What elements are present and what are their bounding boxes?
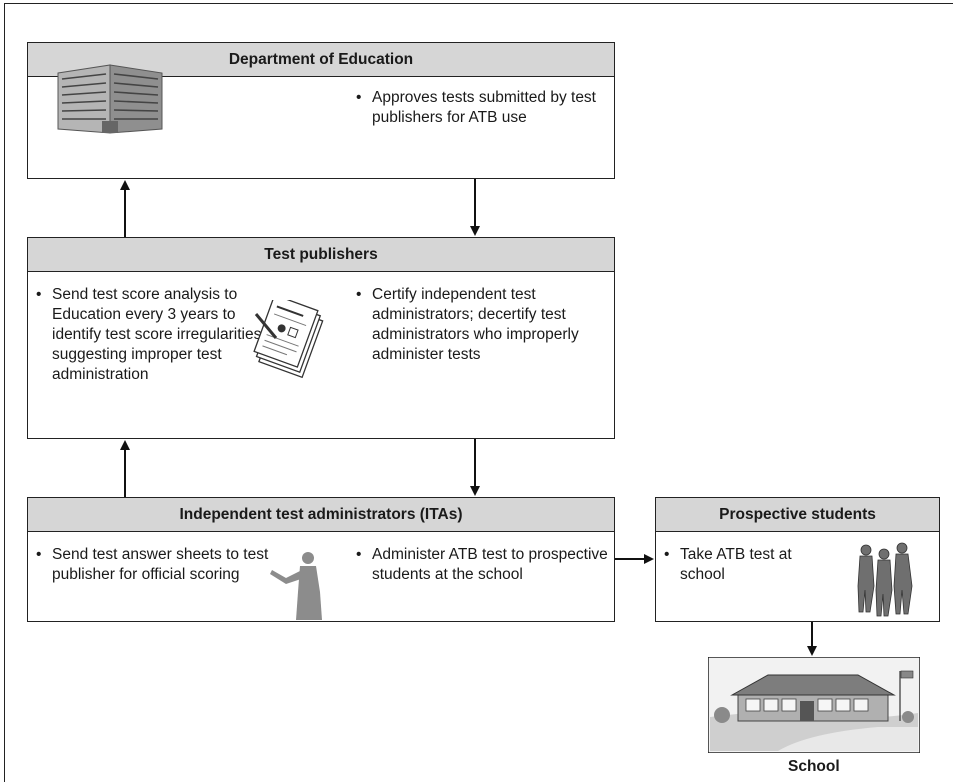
publishers-title: Test publishers xyxy=(28,238,614,272)
itas-bullet-right: Administer ATB test to prospective stude… xyxy=(356,545,612,585)
itas-bullet-left: Send test answer sheets to test publishe… xyxy=(36,545,272,585)
instructor-silhouette-icon xyxy=(266,548,336,627)
publishers-bullet-left: Send test score analysis to Education ev… xyxy=(36,285,270,385)
school-image xyxy=(707,656,921,758)
test-documents-icon xyxy=(248,294,338,387)
school-label: School xyxy=(788,758,840,775)
students-silhouette-icon xyxy=(852,540,924,623)
test-publishers-box: Test publishers Send test score analysis… xyxy=(27,237,615,439)
department-of-education-box: Department of Education Approves tests s… xyxy=(27,42,615,179)
office-building-icon xyxy=(54,63,166,140)
prospective-students-box: Prospective students Take ATB test at sc… xyxy=(655,497,940,622)
publishers-bullet-right: Certify independent test administrators;… xyxy=(356,285,622,365)
students-title: Prospective students xyxy=(656,498,939,532)
itas-box: Independent test administrators (ITAs) S… xyxy=(27,497,615,622)
students-bullet: Take ATB test at school xyxy=(664,545,800,585)
department-bullet: Approves tests submitted by test publish… xyxy=(356,88,628,128)
itas-title: Independent test administrators (ITAs) xyxy=(28,498,614,532)
figure-frame xyxy=(4,3,953,782)
